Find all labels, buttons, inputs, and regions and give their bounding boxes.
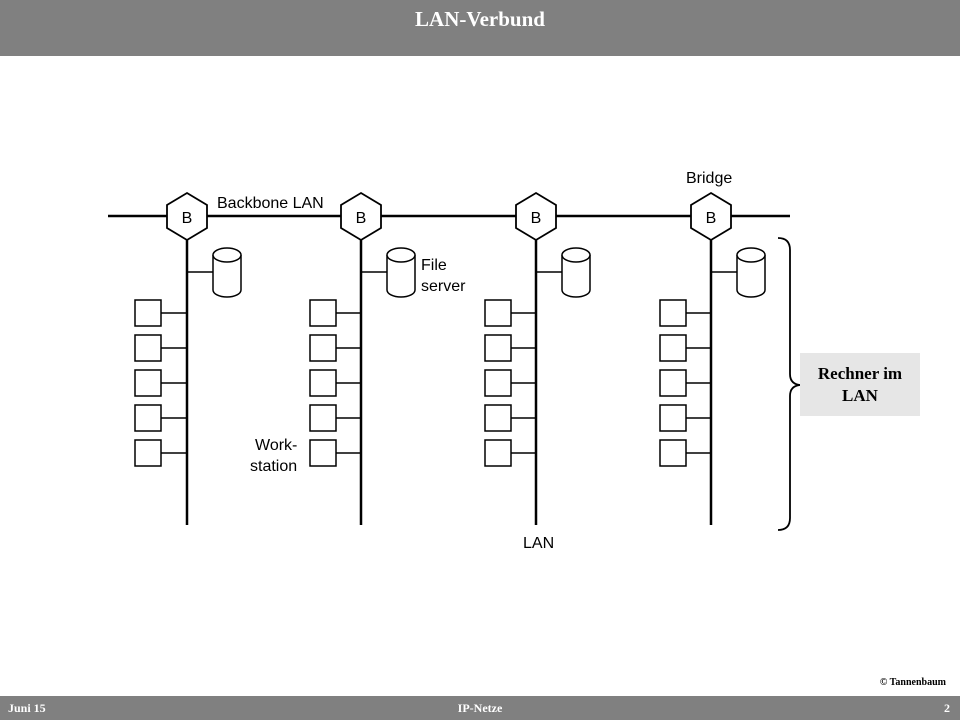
footer-bar: Juni 15 IP-Netze 2 [0, 696, 960, 720]
file-server-icon [561, 247, 591, 298]
workstation-icon [484, 299, 536, 467]
workstation-label-line1: Work- [255, 437, 297, 454]
footer-course: IP-Netze [457, 701, 503, 715]
callout-label: Rechner im LAN [800, 353, 920, 416]
slide-title: LAN-Verbund [415, 7, 545, 31]
title-bar [0, 0, 960, 56]
bridge-letter: B [356, 210, 367, 227]
file-server-icon [736, 247, 766, 298]
page-number: 2 [944, 701, 950, 715]
file-server-icon [386, 247, 416, 298]
curly-brace [777, 237, 801, 531]
lan-label: LAN [523, 535, 554, 552]
bridge-letter: B [531, 210, 542, 227]
lan-segment-2 [309, 216, 416, 525]
bridge-node-4: B [690, 191, 732, 242]
workstation-icon [134, 299, 187, 467]
file-server-label-line2: server [421, 278, 466, 295]
bridge-letter: B [706, 210, 717, 227]
bridge-letter: B [182, 210, 193, 227]
lan-segment-1 [134, 216, 242, 525]
footer-date: Juni 15 [8, 701, 46, 715]
file-server-icon [212, 247, 242, 298]
workstation-icon [659, 299, 711, 467]
bridge-node-2: B [340, 191, 382, 242]
file-server-label-line1: File [421, 257, 447, 274]
bridge-node-3: B [515, 191, 557, 242]
lan-segment-3 [484, 216, 591, 525]
lan-segment-4 [659, 216, 766, 525]
workstation-icon [309, 299, 361, 467]
bridge-label: Bridge [686, 170, 732, 187]
workstation-label-line2: station [250, 458, 297, 475]
copyright-note: © Tannenbaum [879, 677, 946, 688]
bridge-node-1: B [166, 191, 208, 242]
backbone-lan-label: Backbone LAN [217, 195, 324, 212]
